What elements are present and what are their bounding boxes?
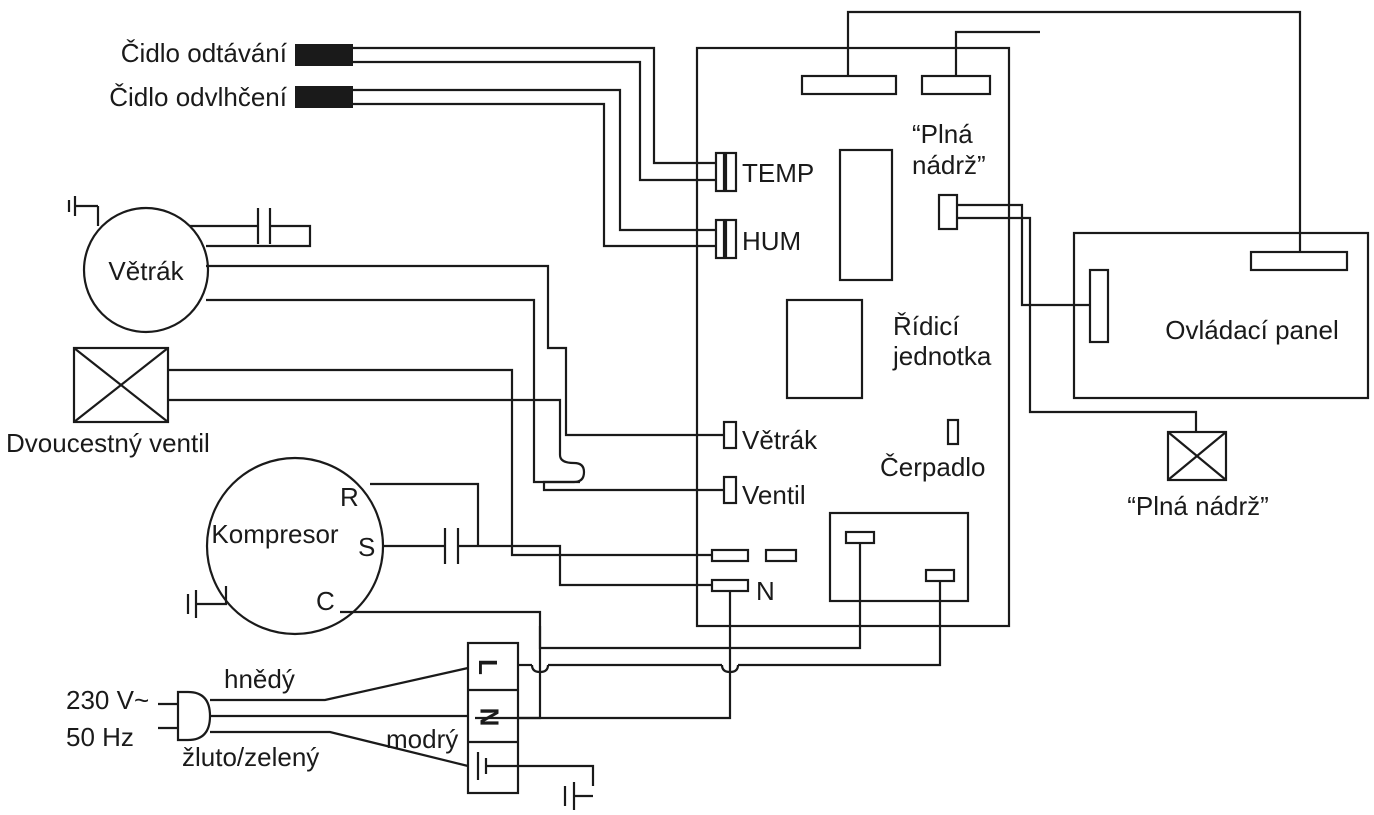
fan-ground-icon: [67, 196, 100, 226]
panel-connector-side: [1088, 268, 1110, 344]
relay-contact-1: [844, 530, 876, 545]
compressor-s-label: S: [358, 532, 376, 562]
full-tank-connector: [937, 193, 959, 231]
compressor-r-label: R: [340, 482, 359, 512]
control-unit-board: [695, 46, 1011, 628]
control-panel-box: [1072, 231, 1370, 400]
defrost-sensor: [295, 44, 353, 66]
control-unit-label-2: jednotka: [893, 341, 992, 371]
pump-connector: [946, 418, 960, 446]
power-plug-icon: [158, 690, 212, 742]
terminal-l-label: L: [472, 659, 503, 675]
frequency-label: 50 Hz: [66, 722, 134, 752]
compressor-label: Kompresor: [211, 519, 339, 549]
control-unit-label-1: Řídicí: [893, 311, 960, 341]
compressor-c-label: C: [316, 586, 335, 616]
control-panel-label: Ovládací panel: [1165, 315, 1339, 345]
two-way-valve-label: Dvoucestný ventil: [6, 428, 210, 458]
hum-label: HUM: [742, 226, 802, 256]
fan-capacitor-icon: [190, 208, 312, 248]
fan-connector: [722, 420, 738, 450]
full-tank-label-1: “Plná: [912, 119, 973, 149]
board-terminal-n: [710, 578, 750, 593]
dehumid-sensor-label: Čidlo odvlhčení: [109, 82, 287, 112]
board-valve-label: Ventil: [742, 480, 806, 510]
brown-wire-label: hnědý: [224, 664, 295, 694]
fan-motor: [82, 206, 210, 334]
terminal-ground-icon: [476, 752, 518, 780]
blue-wire-label: modrý: [386, 724, 459, 754]
control-chip-2: [785, 298, 864, 400]
full-tank-indicator-box: [1166, 430, 1228, 482]
voltage-label: 230 V~: [66, 685, 150, 715]
dehumid-sensor: [295, 86, 353, 108]
yellow-green-wire-label: žluto/zelený: [182, 742, 320, 772]
fan-motor-label: Větrák: [108, 256, 184, 286]
compressor-capacitor-icon: [443, 528, 460, 564]
board-terminal-1: [710, 548, 750, 563]
control-chip-1: [838, 148, 894, 282]
board-fan-label: Větrák: [742, 425, 818, 455]
valve-connector: [722, 475, 738, 505]
pump-label: Čerpadlo: [880, 452, 986, 482]
full-tank-label-2: nádrž”: [912, 150, 986, 180]
two-way-valve-symbol: [72, 346, 170, 424]
compressor-ground-icon: [186, 586, 228, 618]
defrost-sensor-label: Čidlo odtávání: [120, 38, 287, 68]
relay-block: [828, 511, 970, 603]
earth-ground-icon: [563, 782, 593, 810]
temp-label: TEMP: [742, 158, 815, 188]
board-connector-top-1: [800, 74, 898, 96]
panel-connector-top: [1249, 250, 1349, 272]
board-connector-top-2: [920, 74, 992, 96]
hum-connector: [714, 218, 738, 260]
board-neutral-label: N: [756, 576, 775, 606]
relay-contact-2: [924, 568, 956, 583]
board-terminal-2: [764, 548, 798, 563]
terminal-n-label: N: [474, 707, 505, 727]
full-tank-indicator-label: “Plná nádrž”: [1127, 491, 1269, 521]
temp-connector: [714, 151, 738, 193]
